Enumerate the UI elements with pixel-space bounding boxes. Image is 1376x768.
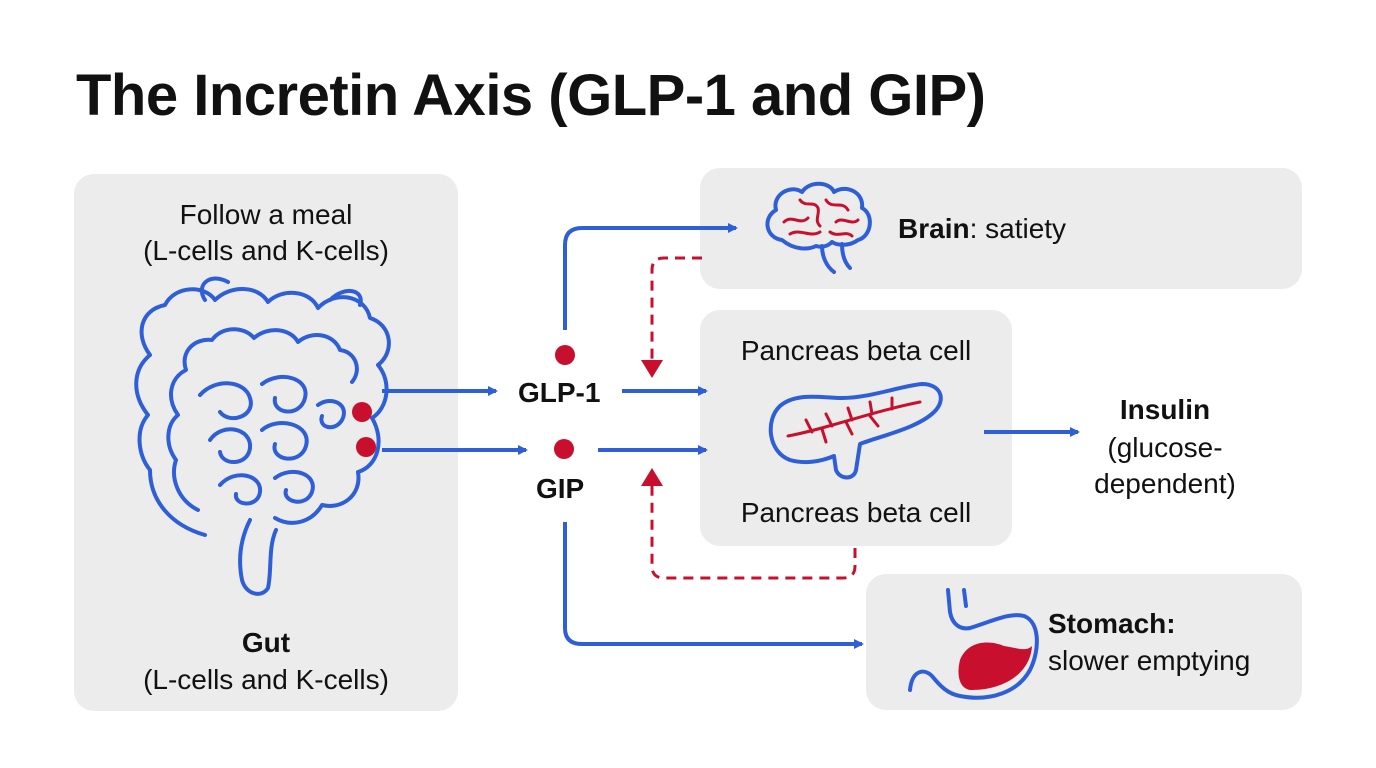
l-cell-dot bbox=[352, 402, 372, 422]
page-title: The Incretin Axis (GLP-1 and GIP) bbox=[76, 63, 986, 128]
gip-label: GIP bbox=[536, 473, 585, 504]
pancreas-top-label: Pancreas beta cell bbox=[740, 335, 972, 366]
stomach-label: Stomach: bbox=[1048, 608, 1176, 639]
brain-effect: : satiety bbox=[969, 213, 1067, 244]
pancreas-icon bbox=[768, 382, 943, 480]
brain-panel bbox=[700, 168, 1302, 289]
glp1-dot bbox=[555, 345, 575, 365]
k-cell-dot bbox=[356, 437, 376, 457]
gut-label: Gut bbox=[241, 627, 291, 658]
pancreas-panel bbox=[700, 310, 1012, 546]
gip-to-stomach-arrow bbox=[563, 522, 864, 649]
glp1-to-brain-arrow bbox=[563, 223, 738, 330]
gut-sublabel: (L-cells and K-cells) bbox=[143, 664, 389, 695]
brain-label: Brain bbox=[898, 213, 970, 244]
gut-caption-line2: (L-cells and K-cells) bbox=[143, 235, 389, 266]
brain-feedback-arrow bbox=[641, 256, 702, 378]
insulin-line2: (glucose- bbox=[1107, 432, 1223, 463]
brain-icon bbox=[765, 181, 872, 274]
stomach-panel bbox=[866, 574, 1302, 710]
gip-dot bbox=[554, 439, 574, 459]
gut-caption-line1: Follow a meal bbox=[179, 199, 353, 230]
brain-text: Brain: satiety bbox=[898, 213, 1066, 245]
stomach-icon bbox=[908, 588, 1039, 700]
insulin-label: Insulin bbox=[1119, 394, 1211, 425]
stomach-feedback-arrow bbox=[641, 468, 857, 580]
glp1-label: GLP-1 bbox=[518, 377, 601, 408]
stomach-effect: slower emptying bbox=[1048, 645, 1251, 676]
intestine-icon bbox=[134, 276, 391, 596]
pancreas-bottom-label: Pancreas beta cell bbox=[740, 497, 972, 528]
insulin-line3: dependent) bbox=[1094, 468, 1236, 499]
